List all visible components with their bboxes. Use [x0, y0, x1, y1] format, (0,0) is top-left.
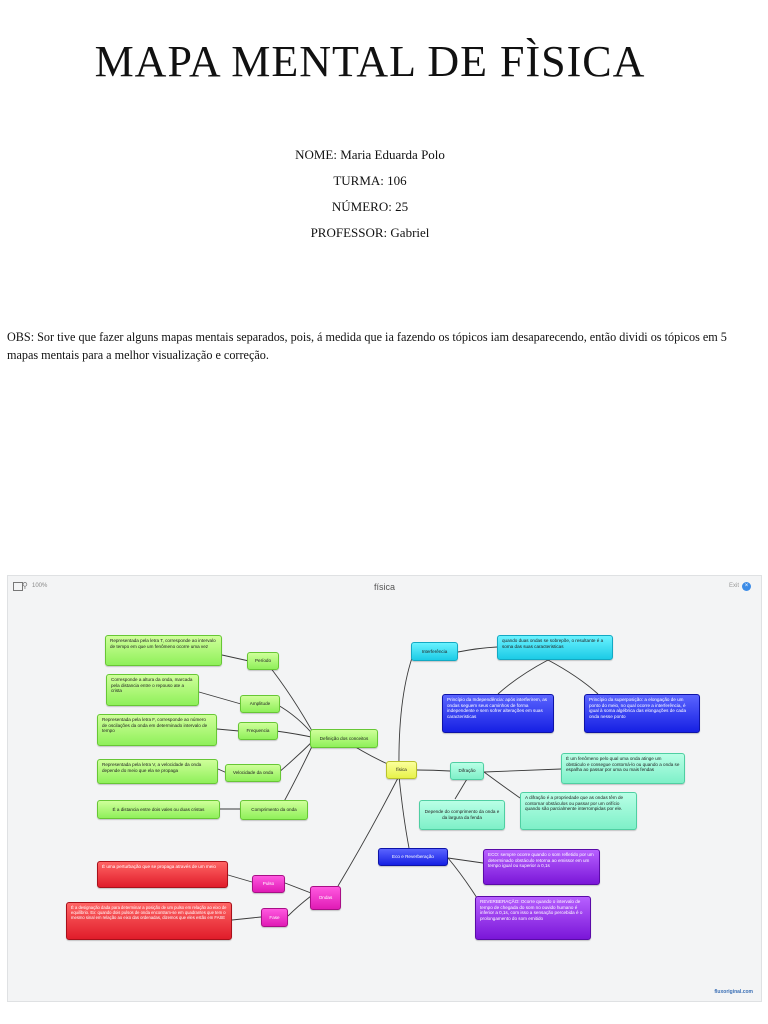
frequencia-node[interactable]: Frequencia: [238, 722, 278, 740]
line-difracao-desc2: [483, 771, 521, 799]
line-center-difracao: [416, 769, 451, 772]
pulso-node[interactable]: Pulso: [252, 875, 285, 893]
line-periodo-desc: [221, 654, 250, 662]
amplitude-node[interactable]: Amplitude: [240, 695, 280, 713]
line-eco-desc: [447, 857, 484, 864]
difracao-node[interactable]: Difração: [450, 762, 484, 780]
pulso-desc-node[interactable]: É uma perturbação que se propaga através…: [97, 861, 228, 888]
line-difracao-desc1: [483, 768, 562, 773]
independencia-node[interactable]: Princípio da Independência: após interfe…: [442, 694, 554, 733]
amplitude-desc-node[interactable]: Corresponde a altura da onda, marcada pe…: [106, 674, 199, 706]
student-name: NOME: Maria Eduarda Polo: [295, 147, 445, 162]
fase-node[interactable]: Fase: [261, 908, 288, 927]
line-center-interferencia: [398, 651, 415, 770]
line-amplitude-desc: [198, 691, 242, 705]
eco-desc-node[interactable]: ECO: sempre ocorre quando o som refletid…: [483, 849, 600, 885]
superposicao-node[interactable]: Princípio da superposição: a elongação d…: [584, 694, 700, 733]
difracao-desc1-node[interactable]: É um fenômeno pelo qual uma onda atinge …: [561, 753, 685, 784]
line-frequencia-desc: [216, 728, 240, 732]
ondas-node[interactable]: Ondas: [310, 886, 341, 910]
comprimento-desc-node[interactable]: É a distancia entre dois vales ou duas c…: [97, 800, 220, 819]
credit-logo: fluxoriginal.com: [714, 989, 753, 995]
definicao-node[interactable]: Definição dos conceitos: [310, 729, 378, 748]
frequencia-desc-node[interactable]: Representada pela letra F, corresponde a…: [97, 714, 217, 746]
reverb-desc-node[interactable]: REVERBERAÇÃO: Ocorre quando o intervalo …: [475, 896, 591, 940]
interferencia-desc-node[interactable]: quando duas ondas se sobrepõe, o resulta…: [497, 635, 613, 660]
center-node[interactable]: física: [386, 761, 417, 779]
exit-label[interactable]: Exit: [728, 583, 739, 589]
line-desc-superposicao: [547, 659, 599, 695]
periodo-desc-node[interactable]: Representada pela letra T, corresponde a…: [105, 635, 222, 666]
line-pulso-desc: [227, 874, 253, 883]
difracao-dep-node[interactable]: Depende do comprimento da onda e da larg…: [419, 800, 505, 830]
observation-note: OBS: Sor tive que fazer alguns mapas men…: [7, 330, 727, 362]
periodo-node[interactable]: Período: [247, 652, 279, 670]
zoom-level: 100%: [32, 583, 48, 589]
frame-icon[interactable]: [13, 582, 23, 591]
line-center-ondas: [337, 775, 400, 887]
line-center-eco: [398, 775, 410, 849]
line-fase-desc: [231, 916, 262, 921]
eco-node[interactable]: Eco e Reverberação: [378, 848, 448, 866]
document-title: MAPA MENTAL DE FÌSICA: [94, 37, 646, 86]
line-eco-reverb: [447, 857, 478, 899]
comprimento-node[interactable]: Comprimento da onda: [240, 800, 308, 820]
zoom-icon[interactable]: ⚲: [22, 581, 28, 590]
interferencia-node[interactable]: Interferência: [411, 642, 458, 661]
velocidade-node[interactable]: Velocidade da onda: [225, 764, 281, 782]
close-icon[interactable]: ×: [742, 582, 751, 591]
fase-desc-node[interactable]: É a designação dada para determinar a po…: [66, 902, 232, 940]
line-difracao-dep: [454, 778, 468, 800]
line-desc-independencia: [497, 659, 549, 695]
line-definicao-comprimento: [279, 737, 317, 810]
difracao-desc2-node[interactable]: A difração é a propriedade que as ondas …: [520, 792, 637, 830]
velocidade-desc-node[interactable]: Representada pela letra V, a velocidade …: [97, 759, 218, 784]
mind-map-screenshot: ⚲ 100% física Exit ×: [7, 575, 762, 1002]
class-number: TURMA: 106: [333, 173, 407, 188]
mind-map-title: física: [373, 582, 395, 592]
professor-name: PROFESSOR: Gabriel: [310, 225, 430, 240]
student-number: NÚMERO: 25: [331, 199, 409, 214]
line-ondas-pulso: [284, 882, 312, 894]
line-interferencia-desc: [457, 646, 498, 653]
mind-map-toolbar: ⚲ 100% física Exit ×: [8, 576, 761, 598]
line-ondas-fase: [287, 895, 312, 917]
